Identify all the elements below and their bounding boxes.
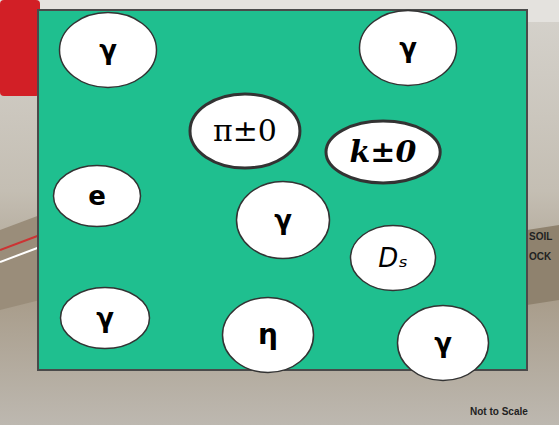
particle-ellipse: e [52, 164, 142, 228]
particle-symbol: γ [96, 305, 114, 331]
background-label: OCK [529, 251, 551, 262]
particle-ellipse: γ [358, 9, 458, 87]
particle-ellipse: k±0 [323, 118, 443, 186]
particle-symbol: γ [434, 330, 452, 356]
particle-ellipse: Dₛ [349, 224, 437, 292]
background-label: SOIL [529, 231, 552, 242]
particle-symbol: γ [399, 35, 417, 61]
particle-ellipse: η [221, 296, 315, 374]
particle-symbol: Dₛ [378, 245, 408, 271]
background-label: Not to Scale [470, 406, 528, 417]
particle-ellipse: γ [235, 180, 331, 260]
particle-ellipse: π±0 [187, 91, 303, 171]
particle-symbol: e [88, 183, 106, 209]
particle-ellipse: γ [58, 11, 158, 89]
particle-symbol: η [258, 321, 278, 349]
particle-symbol: π±0 [213, 116, 277, 146]
particle-ellipse: γ [396, 304, 490, 382]
particle-symbol: γ [99, 37, 117, 63]
particle-symbol: γ [274, 207, 292, 233]
particle-symbol: k±0 [350, 137, 417, 167]
particle-ellipse: γ [59, 286, 151, 350]
